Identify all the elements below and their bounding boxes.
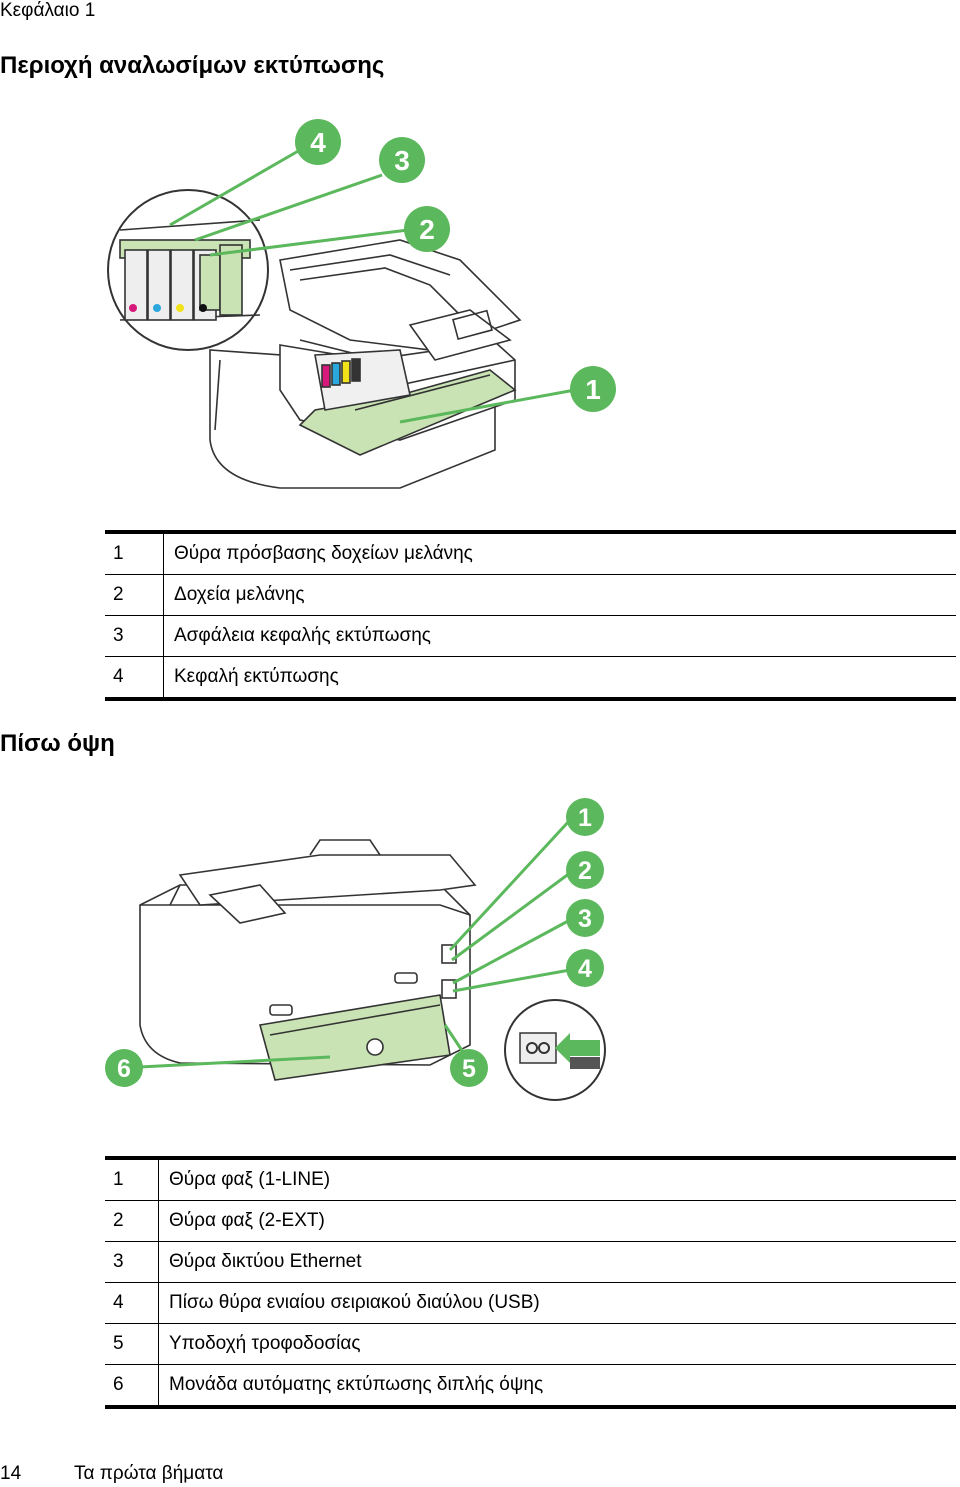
page-number: 14 xyxy=(0,1463,22,1484)
svg-text:6: 6 xyxy=(117,1055,131,1083)
item-number: 1 xyxy=(105,532,164,575)
callout-4: 4 xyxy=(295,119,341,165)
item-number: 4 xyxy=(105,656,164,699)
table-row: 6 Μονάδα αυτόματης εκτύπωσης διπλής όψης xyxy=(105,1364,956,1407)
callout-rear-2: 2 xyxy=(566,851,604,889)
callout-2: 2 xyxy=(404,206,450,252)
item-number: 5 xyxy=(105,1323,159,1365)
table-row: 3 Ασφάλεια κεφαλής εκτύπωσης xyxy=(105,615,956,657)
item-label: Μονάδα αυτόματης εκτύπωσης διπλής όψης xyxy=(169,1374,544,1395)
rear-view-illustration: 1 2 3 4 5 6 xyxy=(105,798,606,1101)
item-number: 3 xyxy=(105,615,164,657)
callout-3: 3 xyxy=(379,137,425,183)
item-label: Θύρα φαξ (2-EXT) xyxy=(169,1210,325,1231)
chapter-header: Κεφάλαιο 1 xyxy=(0,0,96,21)
item-label: Θύρα φαξ (1-LINE) xyxy=(169,1169,331,1190)
svg-text:4: 4 xyxy=(578,955,592,983)
item-number: 2 xyxy=(105,1200,159,1242)
svg-text:4: 4 xyxy=(310,127,326,158)
item-label: Ασφάλεια κεφαλής εκτύπωσης xyxy=(174,625,431,646)
svg-text:2: 2 xyxy=(419,214,435,245)
callout-rear-3: 3 xyxy=(566,899,604,937)
supplies-area-illustration: 4 3 2 1 xyxy=(107,119,616,489)
item-number: 4 xyxy=(105,1282,159,1324)
callout-rear-6: 6 xyxy=(105,1049,143,1087)
table-row: 1 Θύρα φαξ (1-LINE) xyxy=(105,1158,956,1201)
rear-view-legend-table: 1 Θύρα φαξ (1-LINE) 2 Θύρα φαξ (2-EXT) 3… xyxy=(105,1156,956,1409)
table-row: 1 Θύρα πρόσβασης δοχείων μελάνης xyxy=(105,532,956,575)
footer-chapter-name: Τα πρώτα βήματα xyxy=(74,1463,224,1484)
table-row: 3 Θύρα δικτύου Ethernet xyxy=(105,1241,956,1283)
table-row: 2 Θύρα φαξ (2-EXT) xyxy=(105,1200,956,1242)
item-number: 1 xyxy=(105,1158,159,1201)
svg-text:2: 2 xyxy=(578,857,592,885)
item-label: Υποδοχή τροφοδοσίας xyxy=(169,1333,361,1354)
supplies-legend-table: 1 Θύρα πρόσβασης δοχείων μελάνης 2 Δοχεί… xyxy=(105,530,956,701)
item-label: Κεφαλή εκτύπωσης xyxy=(174,666,339,687)
item-label: Θύρα δικτύου Ethernet xyxy=(169,1251,362,1272)
table-row: 2 Δοχεία μελάνης xyxy=(105,574,956,616)
svg-text:1: 1 xyxy=(578,804,592,832)
svg-text:5: 5 xyxy=(462,1055,476,1083)
section-title-supplies: Περιοχή αναλωσίμων εκτύπωσης xyxy=(0,52,385,79)
callout-rear-4: 4 xyxy=(566,949,604,987)
callout-1: 1 xyxy=(570,366,616,412)
item-label: Δοχεία μελάνης xyxy=(174,584,305,605)
callout-rear-5: 5 xyxy=(450,1049,488,1087)
svg-text:1: 1 xyxy=(585,374,601,405)
table-row: 4 Κεφαλή εκτύπωσης xyxy=(105,656,956,699)
item-number: 3 xyxy=(105,1241,159,1283)
svg-text:3: 3 xyxy=(394,145,410,176)
section-title-rear-view: Πίσω όψη xyxy=(0,730,115,757)
table-row: 5 Υποδοχή τροφοδοσίας xyxy=(105,1323,956,1365)
callout-rear-1: 1 xyxy=(566,798,604,836)
item-label: Πίσω θύρα ενιαίου σειριακού διαύλου (USB… xyxy=(169,1292,540,1313)
table-row: 4 Πίσω θύρα ενιαίου σειριακού διαύλου (U… xyxy=(105,1282,956,1324)
svg-text:3: 3 xyxy=(578,905,592,933)
item-number: 2 xyxy=(105,574,164,616)
item-number: 6 xyxy=(105,1364,159,1407)
item-label: Θύρα πρόσβασης δοχείων μελάνης xyxy=(174,543,473,564)
